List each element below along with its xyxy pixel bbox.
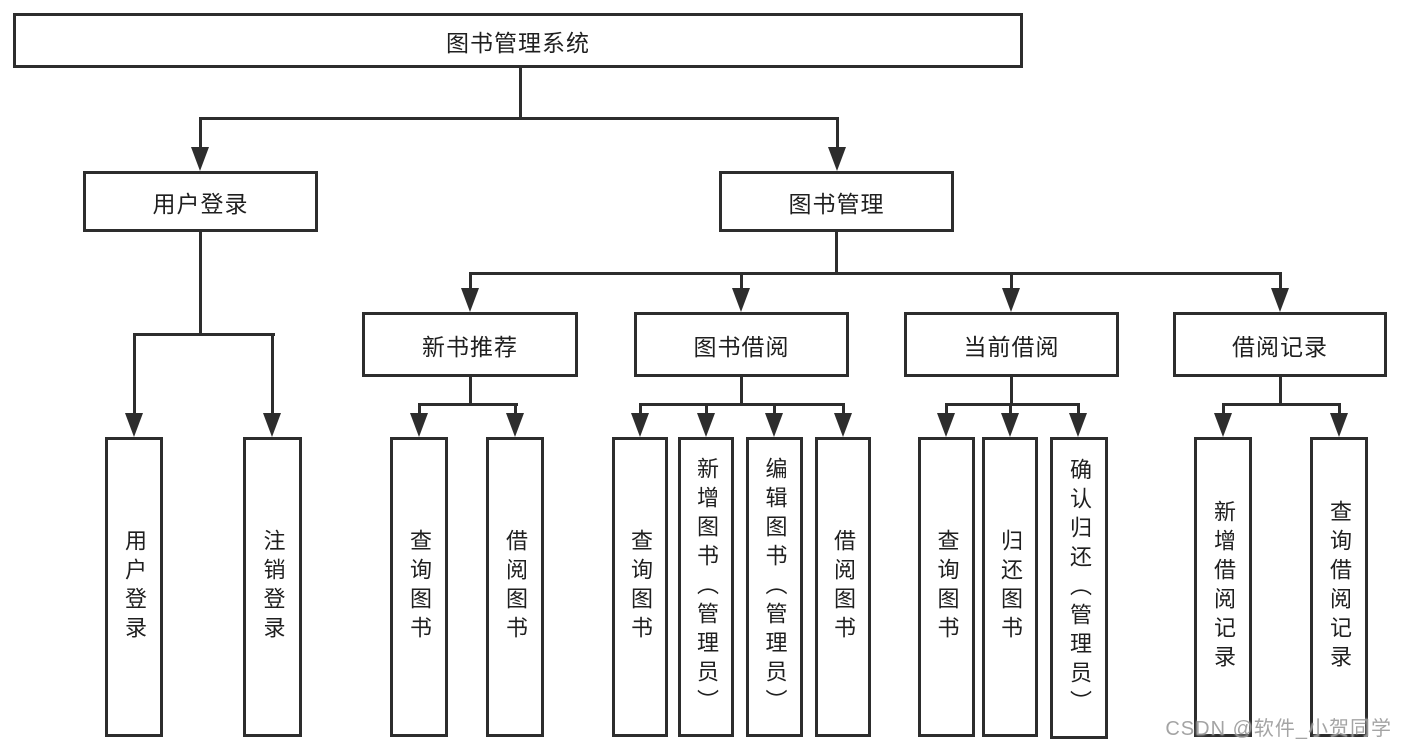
node-add-book-admin-label: 新增图书（管理员） [694, 456, 719, 718]
connector-line [773, 403, 776, 417]
node-root-system: 图书管理系统 [13, 13, 1023, 68]
arrow-down-icon [1001, 413, 1019, 437]
node-current-query-book: 查询图书 [918, 437, 975, 737]
node-book-management: 图书管理 [719, 171, 954, 232]
connector-line [418, 403, 518, 406]
node-recommend-query-book-label: 查询图书 [407, 529, 432, 645]
arrow-down-icon [506, 413, 524, 437]
arrow-down-icon [765, 413, 783, 437]
node-user-login-leaf-label: 用户登录 [122, 529, 147, 645]
connector-line [740, 377, 743, 406]
connector-line [1009, 403, 1012, 417]
node-root-label: 图书管理系统 [446, 29, 590, 56]
arrow-down-icon [732, 288, 750, 312]
node-user-login-label: 用户登录 [152, 190, 249, 217]
connector-line [519, 68, 522, 119]
arrow-down-icon [125, 413, 143, 437]
connector-line [133, 333, 275, 336]
connector-line [418, 403, 421, 417]
node-logout-leaf: 注销登录 [243, 437, 302, 737]
node-current-query-book-label: 查询图书 [934, 529, 960, 645]
node-query-borrow-record-label: 查询借阅记录 [1327, 500, 1352, 674]
connector-line [639, 403, 845, 406]
node-recommend-borrow-book: 借阅图书 [486, 437, 544, 737]
node-confirm-return-admin: 确认归还（管理员） [1050, 437, 1108, 739]
node-edit-book-admin: 编辑图书（管理员） [746, 437, 803, 737]
node-return-book-label: 归还图书 [998, 529, 1023, 645]
csdn-watermark: CSDN @软件_小贺同学 [1165, 718, 1392, 740]
connector-line [705, 403, 708, 417]
node-borrow-record-label: 借阅记录 [1232, 333, 1328, 360]
connector-line [1222, 403, 1225, 417]
arrow-down-icon [697, 413, 715, 437]
connector-line [133, 333, 136, 417]
node-recommend-borrow-book-label: 借阅图书 [503, 529, 528, 645]
node-edit-book-admin-label: 编辑图书（管理员） [762, 456, 788, 718]
connector-line [469, 377, 472, 406]
connector-line [271, 333, 274, 417]
arrow-down-icon [461, 288, 479, 312]
node-add-borrow-record: 新增借阅记录 [1194, 437, 1252, 737]
node-recommend-query-book: 查询图书 [390, 437, 448, 737]
connector-line [740, 272, 743, 291]
arrow-down-icon [1330, 413, 1348, 437]
node-confirm-return-admin-label: 确认归还（管理员） [1067, 457, 1092, 719]
node-query-borrow-record: 查询借阅记录 [1310, 437, 1368, 737]
arrow-down-icon [834, 413, 852, 437]
arrow-down-icon [1214, 413, 1232, 437]
connector-line [1338, 403, 1341, 417]
connector-line [1279, 272, 1282, 291]
connector-line [835, 232, 838, 275]
arrow-down-icon [191, 147, 209, 171]
connector-line [469, 272, 1282, 275]
arrow-down-icon [937, 413, 955, 437]
connector-line [514, 403, 517, 417]
node-user-login-leaf: 用户登录 [105, 437, 163, 737]
connector-line [639, 403, 642, 417]
arrow-down-icon [631, 413, 649, 437]
connector-line [1010, 377, 1013, 406]
connector-line [945, 403, 1080, 406]
arrow-down-icon [263, 413, 281, 437]
node-user-login: 用户登录 [83, 171, 318, 232]
arrow-down-icon [1271, 288, 1289, 312]
arrow-down-icon [828, 147, 846, 171]
node-new-book-recommend: 新书推荐 [362, 312, 578, 377]
node-borrow-record: 借阅记录 [1173, 312, 1387, 377]
connector-line [836, 117, 839, 151]
connector-line [1222, 403, 1341, 406]
node-current-borrow: 当前借阅 [904, 312, 1119, 377]
connector-line [1077, 403, 1080, 417]
connector-line [1279, 377, 1282, 406]
node-return-book: 归还图书 [982, 437, 1038, 737]
connector-line [469, 272, 472, 291]
node-add-book-admin: 新增图书（管理员） [678, 437, 734, 737]
arrow-down-icon [1069, 413, 1087, 437]
node-book-borrow: 图书借阅 [634, 312, 849, 377]
node-new-book-recommend-label: 新书推荐 [422, 333, 518, 360]
node-borrow-query-book: 查询图书 [612, 437, 668, 737]
node-borrow-book-leaf-label: 借阅图书 [831, 529, 856, 645]
connector-line [1010, 272, 1013, 291]
connector-line [199, 117, 839, 120]
connector-line [842, 403, 845, 417]
node-current-borrow-label: 当前借阅 [963, 333, 1060, 360]
connector-line [199, 117, 202, 151]
node-logout-leaf-label: 注销登录 [260, 529, 286, 645]
connector-line [199, 232, 202, 336]
node-borrow-query-book-label: 查询图书 [628, 529, 653, 645]
node-add-borrow-record-label: 新增借阅记录 [1211, 500, 1236, 674]
arrow-down-icon [410, 413, 428, 437]
connector-line [945, 403, 948, 417]
node-borrow-book-leaf: 借阅图书 [815, 437, 871, 737]
node-book-borrow-label: 图书借阅 [693, 333, 790, 360]
node-book-management-label: 图书管理 [788, 190, 885, 217]
arrow-down-icon [1002, 288, 1020, 312]
